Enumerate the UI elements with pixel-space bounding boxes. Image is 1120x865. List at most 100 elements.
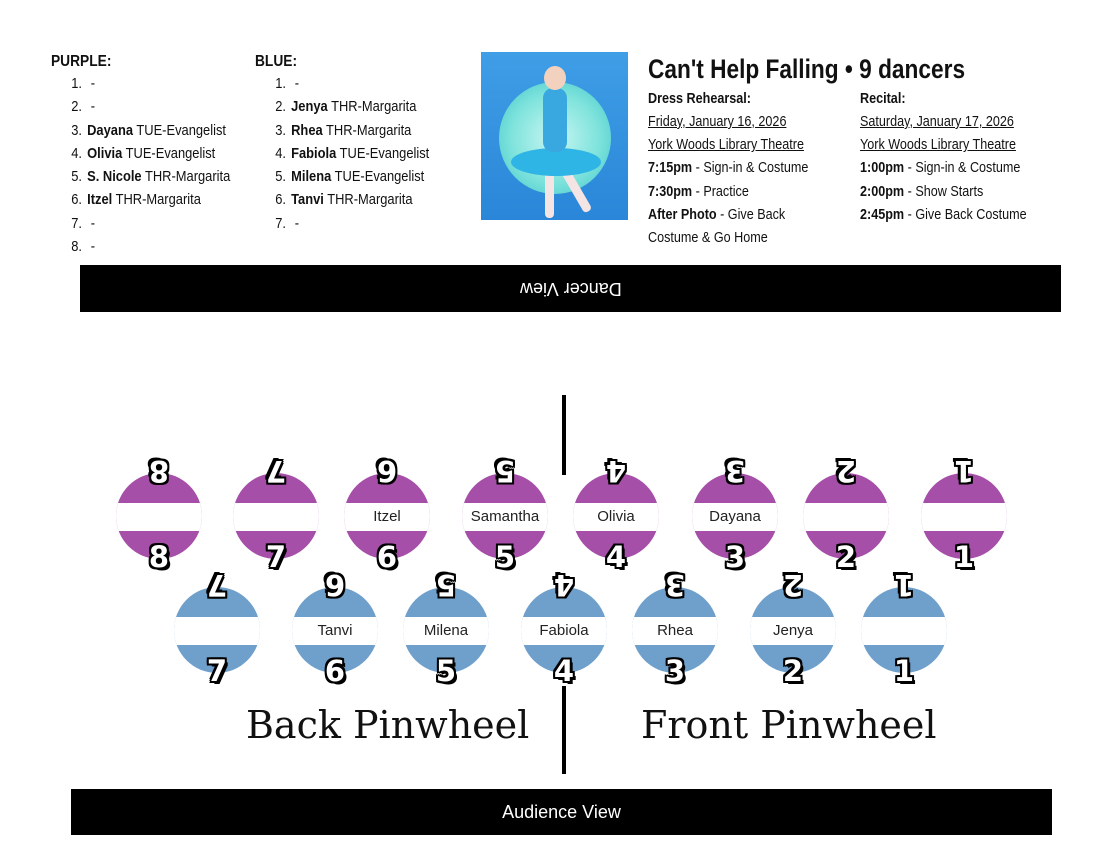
spot-number-dancer-view: 6 — [324, 568, 346, 602]
list-item: 1. - — [71, 75, 96, 92]
purple-spot: Dayana — [692, 473, 778, 559]
spot-number-dancer-view: 7 — [265, 454, 287, 488]
blue-spot — [861, 587, 947, 673]
dancer-name: Olivia — [597, 508, 635, 525]
purple-spot: Olivia — [573, 473, 659, 559]
dress-rehearsal-time-2: 7:30pm - Practice — [648, 182, 749, 200]
recital-time-1: 1:00pm - Sign-in & Costume — [860, 159, 1021, 177]
spot-number-audience-view: 7 — [206, 654, 228, 688]
spot-number-audience-view: 4 — [553, 654, 575, 688]
stage-centerline-top — [562, 395, 566, 475]
dancer-name: Dayana — [709, 508, 761, 525]
spot-number-audience-view: 5 — [435, 654, 457, 688]
dress-rehearsal-heading: Dress Rehearsal: — [648, 90, 751, 107]
spot-number-dancer-view: 2 — [782, 568, 804, 602]
dancer-name: Rhea — [657, 622, 693, 639]
list-item: 5.S. Nicole THR-Margarita — [71, 168, 231, 186]
purple-spot — [803, 473, 889, 559]
list-item: 8. - — [71, 238, 96, 256]
dancer-view-bar: Dancer View — [80, 265, 1061, 312]
list-item: 6.Tanvi THR-Margarita — [275, 191, 413, 209]
back-pinwheel-label: Back Pinwheel — [246, 703, 530, 747]
spot-number-dancer-view: 5 — [435, 568, 457, 602]
dress-rehearsal-venue: York Woods Library Theatre — [648, 136, 804, 154]
spot-number-dancer-view: 7 — [206, 568, 228, 602]
dancer-name: Itzel — [373, 508, 401, 525]
dancer-name: Fabiola — [539, 622, 589, 639]
recital-venue: York Woods Library Theatre — [860, 136, 1016, 154]
spot-number-audience-view: 2 — [835, 540, 857, 574]
purple-spot — [233, 473, 319, 559]
blue-spot — [174, 587, 260, 673]
dancer-photo — [481, 52, 628, 220]
spot-number-dancer-view: 8 — [148, 454, 170, 488]
blue-spot: Fabiola — [521, 587, 607, 673]
blue-spot: Milena — [403, 587, 489, 673]
page-title: Can't Help Falling • 9 dancers — [648, 54, 966, 84]
dancer-name: Samantha — [470, 508, 540, 525]
purple-spot — [116, 473, 202, 559]
spot-number-dancer-view: 3 — [664, 568, 686, 602]
list-item: 2. - — [71, 98, 96, 116]
list-item: 7. - — [71, 214, 96, 232]
list-item: 7. - — [275, 214, 300, 232]
spot-number-audience-view: 3 — [664, 654, 686, 688]
spot-number-dancer-view: 4 — [605, 454, 627, 488]
spot-number-audience-view: 1 — [953, 540, 975, 574]
blue-spot: Jenya — [750, 587, 836, 673]
list-item: 1. - — [275, 75, 300, 92]
audience-view-bar: Audience View — [71, 789, 1052, 835]
dress-rehearsal-info: Dress Rehearsal: Friday, January 16, 202… — [648, 87, 808, 249]
recital-time-3: 2:45pm - Give Back Costume — [860, 205, 1027, 223]
dress-rehearsal-time-3-cont: Costume & Go Home — [648, 229, 768, 247]
list-item: 4.Fabiola TUE-Evangelist — [275, 144, 430, 162]
spot-number-dancer-view: 6 — [376, 454, 398, 488]
blue-roster-title: BLUE: — [255, 53, 298, 70]
spot-number-audience-view: 7 — [265, 540, 287, 574]
purple-roster-title: PURPLE: — [51, 53, 112, 70]
spot-number-dancer-view: 2 — [835, 454, 857, 488]
audience-view-label: Audience View — [502, 801, 621, 822]
spot-number-dancer-view: 1 — [953, 454, 975, 488]
spot-number-audience-view: 4 — [605, 540, 627, 574]
spot-number-dancer-view: 3 — [724, 454, 746, 488]
list-item: 6.Itzel THR-Margarita — [71, 191, 201, 209]
spot-number-audience-view: 2 — [782, 654, 804, 688]
recital-info: Recital: Saturday, January 17, 2026 York… — [860, 87, 1027, 226]
spot-number-dancer-view: 1 — [893, 568, 915, 602]
dancer-name: Jenya — [772, 622, 814, 639]
blue-roster-list: 1. - 2.Jenya THR-Margarita 3.Rhea THR-Ma… — [270, 72, 429, 235]
spot-number-audience-view: 1 — [893, 654, 915, 688]
recital-time-2: 2:00pm - Show Starts — [860, 182, 984, 200]
recital-heading: Recital: — [860, 90, 906, 107]
purple-spot: Itzel — [344, 473, 430, 559]
dress-rehearsal-date: Friday, January 16, 2026 — [648, 113, 787, 130]
front-pinwheel-label: Front Pinwheel — [641, 703, 937, 747]
list-item: 4.Olivia TUE-Evangelist — [71, 144, 216, 162]
list-item: 3.Dayana TUE-Evangelist — [71, 121, 226, 139]
dress-rehearsal-time-3: After Photo - Give Back — [648, 205, 786, 223]
blue-roster: BLUE: 1. - 2.Jenya THR-Margarita 3.Rhea … — [255, 52, 429, 235]
purple-spot: Samantha — [462, 473, 548, 559]
purple-roster-list: 1. - 2. - 3.Dayana TUE-Evangelist 4.Oliv… — [66, 72, 230, 258]
spot-number-audience-view: 6 — [376, 540, 398, 574]
list-item: 3.Rhea THR-Margarita — [275, 121, 412, 139]
spot-number-audience-view: 3 — [724, 540, 746, 574]
spot-number-audience-view: 8 — [148, 540, 170, 574]
blue-spot: Tanvi — [292, 587, 378, 673]
recital-date: Saturday, January 17, 2026 — [860, 113, 1014, 130]
spot-number-dancer-view: 4 — [553, 568, 575, 602]
spot-number-audience-view: 6 — [324, 654, 346, 688]
dancer-view-label: Dancer View — [519, 279, 622, 299]
dress-rehearsal-time-1: 7:15pm - Sign-in & Costume — [648, 159, 809, 177]
list-item: 5.Milena TUE-Evangelist — [275, 168, 425, 186]
spot-number-dancer-view: 5 — [494, 454, 516, 488]
spot-number-audience-view: 5 — [494, 540, 516, 574]
dancer-name: Tanvi — [317, 622, 353, 639]
list-item: 2.Jenya THR-Margarita — [275, 98, 417, 116]
stage-centerline-bottom — [562, 686, 566, 774]
blue-spot: Rhea — [632, 587, 718, 673]
purple-roster: PURPLE: 1. - 2. - 3.Dayana TUE-Evangelis… — [51, 52, 230, 258]
purple-spot — [921, 473, 1007, 559]
dancer-name: Milena — [423, 622, 469, 639]
